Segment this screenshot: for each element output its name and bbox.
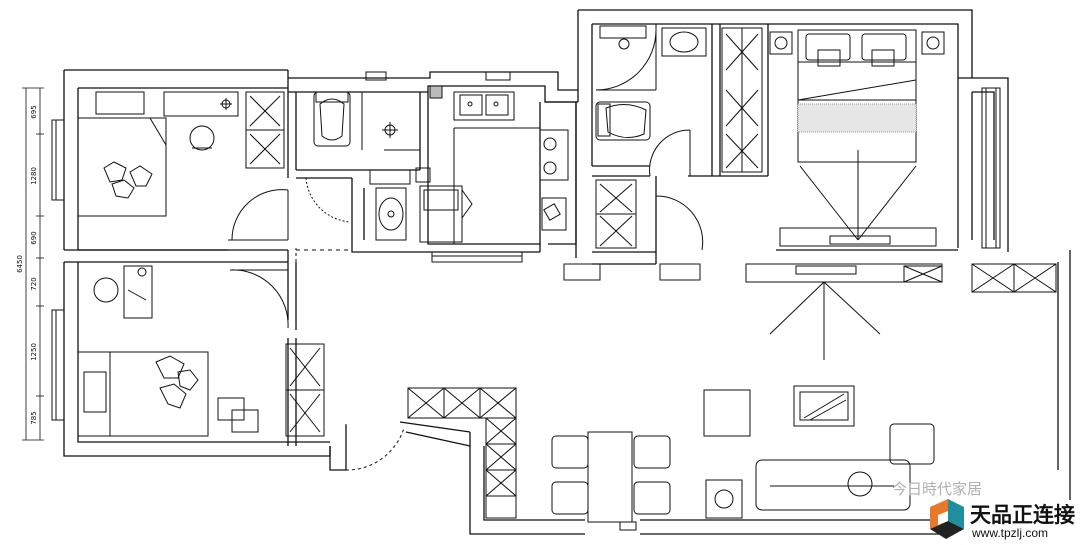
- brand-url: www.tpzlj.com: [972, 526, 1049, 540]
- dim-label-1280: 1280: [30, 167, 38, 185]
- bedroom-2: [77, 265, 325, 437]
- dimension-line: [22, 87, 44, 441]
- master-bedroom: [769, 29, 945, 247]
- dim-label-690: 690: [30, 231, 38, 244]
- living-room: [563, 263, 1057, 519]
- exterior-walls: [63, 9, 1071, 535]
- dining-area: [407, 387, 671, 531]
- dim-label-1250: 1250: [30, 343, 38, 361]
- dim-label-total: 6450: [16, 255, 24, 273]
- windows: [51, 71, 1001, 421]
- bathroom-1: [313, 91, 420, 241]
- bathroom-2: [595, 24, 707, 141]
- watermark-text: 今日時代家居: [892, 481, 983, 498]
- bedroom-1: [77, 91, 285, 217]
- brand-name: 天品正连接: [970, 504, 1075, 527]
- brand-logo: 天品正连接 www.tpzlj.com: [924, 497, 1080, 545]
- brand-cube-icon: [930, 499, 964, 539]
- doors: [228, 129, 704, 471]
- kitchen: [415, 85, 569, 244]
- dim-label-695: 695: [30, 105, 38, 118]
- interior-walls: [78, 24, 958, 446]
- dim-label-785: 785: [30, 411, 38, 424]
- wardrobes: [595, 27, 763, 249]
- dim-label-720: 720: [30, 277, 38, 290]
